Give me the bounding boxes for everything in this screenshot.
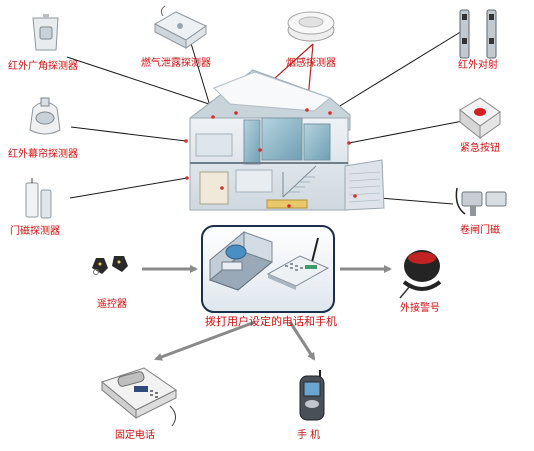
label-smoke: 烟感探测器	[286, 58, 336, 69]
mobile-phone-icon	[299, 370, 325, 421]
label-door-magnetic: 门磁探测器	[10, 226, 60, 237]
label-infrared-curtain: 红外幕帘探测器	[8, 149, 78, 160]
label-mobile: 手 机	[297, 430, 321, 441]
beam-detector-icon	[459, 9, 497, 59]
remote-icon	[92, 256, 128, 275]
desk-phone-icon	[100, 367, 177, 427]
label-panic-button: 紧急按钮	[460, 143, 500, 154]
connector-lines	[66, 27, 469, 205]
curtain-detector-icon	[29, 97, 61, 135]
alarm-host-icon	[209, 230, 273, 291]
door-contact-icon	[25, 178, 52, 219]
pir-sensor-icon	[32, 14, 59, 51]
label-infrared-beam: 红外对射	[458, 60, 498, 71]
smoke-detector-icon	[287, 11, 335, 42]
label-shutter-magnetic: 卷闸门磁	[460, 225, 500, 236]
center-caption: 拨打用户设定的电话和手机	[205, 315, 337, 328]
label-remote-control: 遥控器	[97, 299, 127, 310]
siren-icon	[399, 250, 442, 299]
gas-detector-icon	[153, 5, 207, 49]
house-illustration	[184, 69, 385, 211]
phone-dialer-icon	[266, 237, 330, 290]
shutter-contact-icon	[455, 187, 507, 216]
label-external-siren: 外接警号	[400, 303, 440, 314]
flow-arrows	[142, 265, 392, 361]
label-landline: 固定电话	[115, 430, 155, 441]
label-infrared-wide-angle: 红外广角探测器	[8, 61, 78, 72]
panic-button-icon	[459, 97, 501, 140]
label-gas-leak: 燃气泄露探测器	[141, 58, 211, 69]
